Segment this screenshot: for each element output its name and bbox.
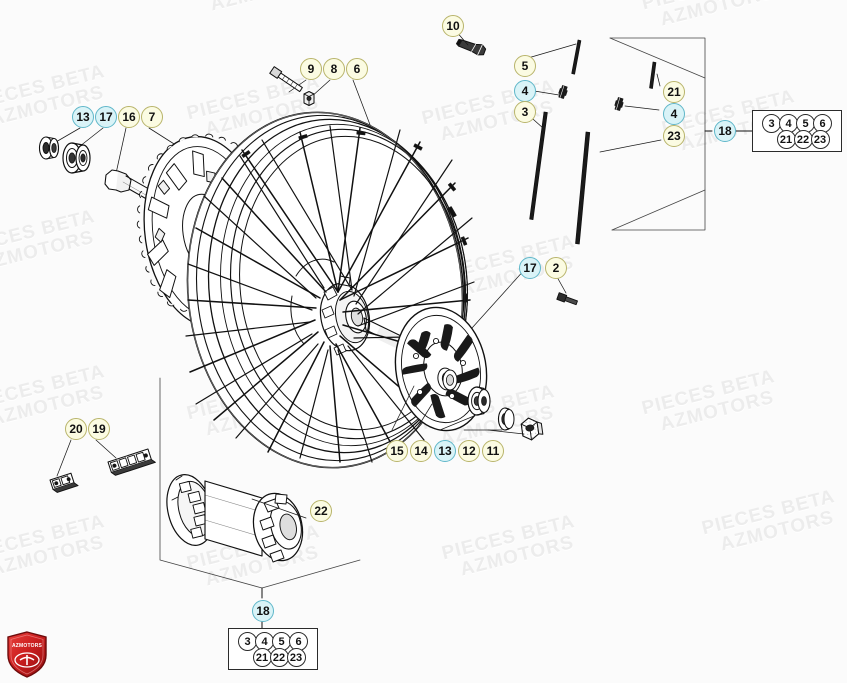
part-10-valve-stem [455, 38, 487, 56]
callout-16[interactable]: 16 [118, 106, 140, 128]
legend-item[interactable]: 6 [289, 632, 308, 651]
part-17-bearing [62, 142, 91, 174]
callout-14[interactable]: 14 [410, 440, 432, 462]
legend-item[interactable]: 23 [810, 130, 830, 149]
callout-8[interactable]: 8 [323, 58, 345, 80]
part-11-axle-nut [520, 417, 544, 441]
callout-13[interactable]: 13 [72, 106, 94, 128]
part-9-bolt [269, 66, 303, 93]
part-14-spacer-ring [442, 369, 458, 391]
logo-text: AZMOTORS [12, 643, 43, 649]
callout-22[interactable]: 22 [310, 500, 332, 522]
wheel-spokes [185, 125, 475, 463]
legend-item[interactable]: 6 [813, 114, 832, 133]
legend-box-bottom: 3 4 5 6 21 22 23 [228, 628, 318, 670]
callout-9[interactable]: 9 [300, 58, 322, 80]
azmotors-shield-logo[interactable]: AZMOTORS [6, 631, 48, 678]
callout-23[interactable]: 23 [663, 125, 685, 147]
callout-19[interactable]: 19 [88, 418, 110, 440]
part-8-nut [303, 91, 315, 106]
callout-18-bottom[interactable]: 18 [252, 600, 274, 622]
part-13b-bearing [467, 386, 491, 416]
callout-3-a[interactable]: 3 [514, 101, 536, 123]
callout-4-b[interactable]: 4 [663, 103, 685, 125]
callout-17-b[interactable]: 17 [519, 257, 541, 279]
part-20-chain-link [49, 472, 79, 493]
callout-13-b[interactable]: 13 [434, 440, 456, 462]
legend-item[interactable]: 21 [776, 130, 796, 149]
callout-10[interactable]: 10 [442, 15, 464, 37]
part-13-seal [38, 136, 60, 160]
legend-item[interactable]: 22 [269, 648, 289, 667]
part-2-disc-bolt [556, 292, 578, 306]
callout-20[interactable]: 20 [65, 418, 87, 440]
callout-11[interactable]: 11 [482, 440, 504, 462]
part-22-rear-hub [166, 474, 307, 563]
spoke-set-right [575, 37, 753, 245]
part-6-spoked-wheel [185, 111, 475, 469]
rim-valve-hole [447, 206, 457, 218]
callout-2[interactable]: 2 [545, 257, 567, 279]
legend-item[interactable]: 23 [286, 648, 306, 667]
callout-18-top[interactable]: 18 [714, 120, 736, 142]
callout-5[interactable]: 5 [514, 55, 536, 77]
legend-item[interactable]: 21 [252, 648, 272, 667]
part-15-brake-disc [394, 306, 488, 432]
callout-4-a[interactable]: 4 [514, 80, 536, 102]
callout-15[interactable]: 15 [386, 440, 408, 462]
spoke-set-left [524, 39, 582, 220]
callout-12[interactable]: 12 [458, 440, 480, 462]
legend-item[interactable]: 22 [793, 130, 813, 149]
part-19-chain-link [107, 448, 156, 476]
legend-box-top-right: 3 4 5 6 21 22 23 [752, 110, 842, 152]
callout-6[interactable]: 6 [346, 58, 368, 80]
callout-21[interactable]: 21 [663, 81, 685, 103]
part-12-washer [497, 407, 515, 431]
callout-17[interactable]: 17 [95, 106, 117, 128]
callout-7[interactable]: 7 [141, 106, 163, 128]
